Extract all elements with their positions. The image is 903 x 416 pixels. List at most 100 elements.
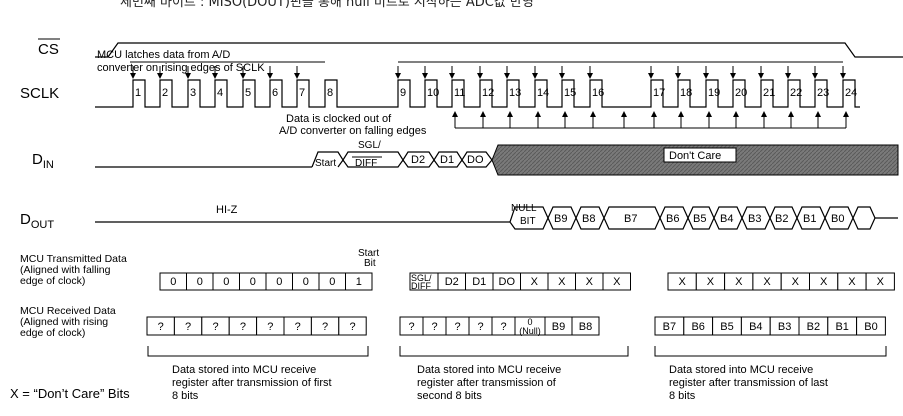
tx-value: X <box>848 276 856 288</box>
dout-bit: B0 <box>831 213 844 225</box>
rx-value: ? <box>431 321 437 333</box>
latch-arrowhead <box>532 73 538 79</box>
clock-number: 3 <box>190 87 196 99</box>
tx-value: 0 <box>276 276 282 288</box>
latch-arrowhead <box>758 73 764 79</box>
rx-cell <box>571 316 600 336</box>
stored3-line3: 8 bits <box>669 390 696 402</box>
stored1-line3: 8 bits <box>172 390 199 402</box>
tx-value: X <box>735 276 743 288</box>
dout-null1: NULL <box>511 203 537 214</box>
tx-value: 0 <box>170 276 176 288</box>
sclk-waveform <box>95 79 860 108</box>
rx-null-label: (Null) <box>519 326 541 336</box>
latch-arrowhead <box>785 73 791 79</box>
clock-number: 16 <box>592 87 604 99</box>
clock-number: 20 <box>735 87 747 99</box>
header-text: 세번째 바이트 : MISO(DOUT)핀을 통해 null 비트로 시작하는 … <box>120 0 534 10</box>
stored1-line2: register after transmission of first <box>172 377 332 389</box>
din-d2: D2 <box>411 154 425 166</box>
din-d1: D1 <box>440 154 454 166</box>
rx-cell <box>338 316 367 336</box>
rx-value: ? <box>477 321 483 333</box>
tx-value: X <box>558 276 566 288</box>
clockout-arrowhead <box>651 111 657 117</box>
tx-value: DO <box>499 276 516 288</box>
tx-value: X <box>792 276 800 288</box>
clock-number: 8 <box>327 87 333 99</box>
clockout-arrowhead <box>678 111 684 117</box>
latch-arrowhead <box>267 73 273 79</box>
latch-arrowhead <box>185 73 191 79</box>
clock-number: 18 <box>680 87 692 99</box>
tx-value: X <box>820 276 828 288</box>
tx-value: X <box>707 276 715 288</box>
clock-number: 4 <box>217 87 223 99</box>
rx-value: B4 <box>749 321 762 333</box>
clocked-note-line2: A/D converter on falling edges <box>279 125 427 137</box>
clock-number: 10 <box>427 87 439 99</box>
latch-arrowhead <box>294 73 300 79</box>
rx-value: ? <box>267 321 273 333</box>
rx-label-line2: (Aligned with rising <box>20 316 108 328</box>
latch-arrowhead <box>240 73 246 79</box>
stored1-line1: Data stored into MCU receive <box>172 364 316 376</box>
tx-label-line2: (Aligned with falling <box>20 264 111 276</box>
tx-value: X <box>531 276 539 288</box>
dont-care-label: Don't Care <box>669 150 721 162</box>
clock-number: 13 <box>509 87 521 99</box>
dout-bit: B3 <box>748 213 761 225</box>
dout-bit: B4 <box>720 213 733 225</box>
legend-dont-care: X = “Don’t Care” Bits <box>10 386 130 401</box>
clockout-arrowhead <box>788 111 794 117</box>
latch-note-line1: MCU latches data from A/D <box>97 49 230 61</box>
dout-bit: B9 <box>554 213 567 225</box>
clock-number: 23 <box>817 87 829 99</box>
clock-number: 14 <box>537 87 549 99</box>
latch-arrowhead <box>449 73 455 79</box>
tx-cell <box>602 272 631 291</box>
latch-arrowhead <box>648 73 654 79</box>
tx-sgl: SGL/ <box>411 273 432 283</box>
din-start: Start <box>315 158 336 169</box>
rx-value: ? <box>500 321 506 333</box>
rx-value: ? <box>185 321 191 333</box>
clockout-arrowhead <box>535 111 541 117</box>
rx-value: ? <box>454 321 460 333</box>
latch-arrowhead <box>422 73 428 79</box>
clockout-arrowhead <box>761 111 767 117</box>
rx-label-line3: edge of clock) <box>20 327 85 339</box>
clock-number: 24 <box>845 87 857 99</box>
tx-start-bit-line2: Bit <box>364 258 376 269</box>
clock-number: 7 <box>299 87 305 99</box>
rx-value: B1 <box>835 321 848 333</box>
tx-value: X <box>613 276 621 288</box>
rx-null-zero: 0 <box>527 317 532 327</box>
bracket-3 <box>654 346 887 357</box>
rx-value: B5 <box>720 321 733 333</box>
clock-number: 11 <box>454 87 465 99</box>
rx-value: B2 <box>807 321 820 333</box>
dont-care-label-box <box>663 147 737 163</box>
latch-arrowhead <box>395 73 401 79</box>
stored2-line2: register after transmission of <box>417 377 557 389</box>
rx-value: B3 <box>778 321 791 333</box>
clock-number: 17 <box>653 87 665 99</box>
stored3-line1: Data stored into MCU receive <box>669 364 813 376</box>
bracket-2 <box>399 346 629 357</box>
edge-arrows <box>130 61 849 129</box>
rx-label-line1: MCU Received Data <box>20 305 116 317</box>
clockout-arrowhead <box>815 111 821 117</box>
clock-number: 5 <box>245 87 251 99</box>
dout-bit: B5 <box>693 213 706 225</box>
rx-value: ? <box>295 321 301 333</box>
rx-value: ? <box>408 321 414 333</box>
dout-bit: B2 <box>775 213 788 225</box>
dout-label: DOUT <box>20 211 54 231</box>
clockout-arrowhead <box>621 111 627 117</box>
